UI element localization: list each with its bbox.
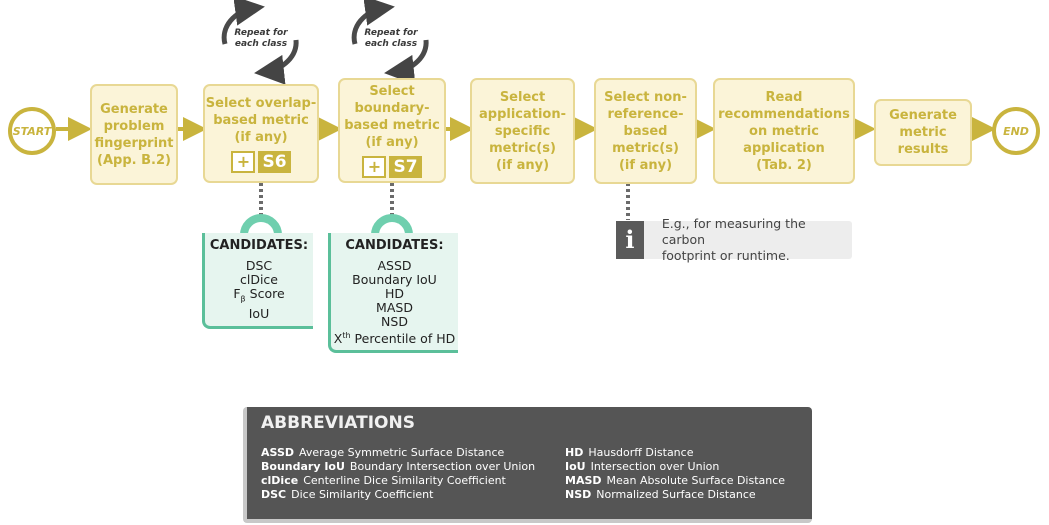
candidate-beta: β <box>240 294 246 304</box>
repeat-note-boundary: Repeat for each class <box>364 28 418 49</box>
step-label: Select non- reference- based metric(s) (… <box>604 89 687 173</box>
step-read-recommendations: Read recommendations on metric applicati… <box>713 78 855 184</box>
abbr-value: Normalized Surface Distance <box>596 488 756 501</box>
candidate-score: Score <box>249 286 285 301</box>
repeat-loop-overlap-b <box>254 39 299 85</box>
candidate-item: NSD <box>381 314 408 329</box>
abbr-key: ASSD <box>261 446 294 459</box>
step-generate-results: Generate metric results <box>874 99 972 166</box>
info-text: E.g., for measuring the carbon footprint… <box>661 216 806 263</box>
abbreviations-left: ASSD Average Symmetric Surface Distance B… <box>261 446 535 502</box>
section-label: S7 <box>389 156 422 178</box>
repeat-note-overlap: Repeat for each class <box>234 28 288 49</box>
start-label: START <box>12 124 52 138</box>
abbr-value: Intersection over Union <box>590 460 720 473</box>
abbr-value: Mean Absolute Surface Distance <box>606 474 786 487</box>
s6-badge: + S6 <box>231 150 291 173</box>
abbr-key: DSC <box>261 488 287 501</box>
abbr-key: IoU <box>565 460 586 473</box>
abbreviation-row: Boundary IoU Boundary Intersection over U… <box>261 460 535 474</box>
step-label: Select boundary- based metric (if any) <box>344 84 440 150</box>
plus-icon: + <box>362 156 387 178</box>
candidate-item: Xth Percentile of HD <box>331 329 458 346</box>
candidate-item: IoU <box>248 305 270 321</box>
abbreviation-row: DSC Dice Similarity Coefficient <box>261 488 535 502</box>
candidate-item: ASSD <box>377 258 412 273</box>
abbreviation-row: MASD Mean Absolute Surface Distance <box>565 474 785 488</box>
section-label: S6 <box>258 150 291 173</box>
step-select-application-metric: Select application- specific metric(s) (… <box>470 78 575 184</box>
repeat-loop-boundary-b <box>384 39 429 85</box>
candidate-percentile: Percentile of HD <box>354 331 456 347</box>
step-label: Select overlap- based metric (if any) <box>205 95 317 145</box>
abbreviations-title: ABBREVIATIONS <box>261 413 415 433</box>
end-label: END <box>1003 124 1029 138</box>
candidate-item: HD <box>384 286 405 301</box>
candidates-title: CANDIDATES: <box>345 238 444 253</box>
candidates-title: CANDIDATES: <box>209 238 309 253</box>
abbreviations-right: HD Hausdorff Distance IoU Intersection ove… <box>565 446 785 502</box>
abbr-key: NSD <box>565 488 592 501</box>
step-select-nonreference-metric: Select non- reference- based metric(s) (… <box>594 78 697 184</box>
candidates-boundary: CANDIDATES: ASSD Boundary IoU HD MASD NS… <box>328 233 458 353</box>
repeat-loop-overlap <box>221 0 265 45</box>
candidate-item: MASD <box>376 300 413 315</box>
candidate-item: DSC <box>245 258 273 273</box>
candidates-overlap: CANDIDATES: DSC clDice Fβ Score IoU <box>202 233 313 329</box>
abbreviation-row: clDice Centerline Dice Similarity Coeffic… <box>261 474 535 488</box>
abbr-value: Hausdorff Distance <box>588 446 694 459</box>
candidate-item: Boundary IoU <box>352 272 437 287</box>
candidate-th: th <box>342 331 351 340</box>
candidate-x: X <box>333 331 343 347</box>
abbreviation-row: NSD Normalized Surface Distance <box>565 488 785 502</box>
abbreviation-row: ASSD Average Symmetric Surface Distance <box>261 446 535 460</box>
abbr-value: Centerline Dice Similarity Coefficient <box>303 474 506 487</box>
abbreviations-panel: ABBREVIATIONS ASSD Average Symmetric Surf… <box>243 407 812 523</box>
step-label: Generate metric results <box>889 108 957 157</box>
abbr-value: Boundary Intersection over Union <box>349 460 536 473</box>
gauge-icon-boundary <box>371 214 413 236</box>
end-node: END <box>992 107 1040 155</box>
step-generate-fingerprint: Generate problem fingerprint (App. B.2) <box>90 84 178 185</box>
step-select-boundary-metric: Select boundary- based metric (if any) +… <box>338 78 446 183</box>
s7-badge: + S7 <box>362 156 422 178</box>
abbr-key: Boundary IoU <box>261 460 345 473</box>
abbr-key: HD <box>565 446 584 459</box>
step-label: Select application- specific metric(s) (… <box>478 89 567 173</box>
abbr-key: MASD <box>565 474 602 487</box>
abbr-value: Dice Similarity Coefficient <box>291 488 434 501</box>
abbreviation-row: IoU Intersection over Union <box>565 460 785 474</box>
repeat-loop-boundary <box>351 0 395 45</box>
candidate-item: clDice <box>239 272 278 287</box>
info-note: i E.g., for measuring the carbon footpri… <box>616 216 852 263</box>
abbr-value: Average Symmetric Surface Distance <box>299 446 505 459</box>
info-icon: i <box>616 221 644 259</box>
step-select-overlap-metric: Select overlap- based metric (if any) + … <box>203 84 319 183</box>
step-label: Generate problem fingerprint (App. B.2) <box>94 101 174 168</box>
gauge-icon-overlap <box>240 214 282 236</box>
candidate-item: Fβ Score <box>205 287 313 307</box>
start-node: START <box>8 107 56 155</box>
abbreviation-row: HD Hausdorff Distance <box>565 446 785 460</box>
step-label: Read recommendations on metric applicati… <box>718 89 850 173</box>
plus-icon: + <box>231 150 256 173</box>
abbr-key: clDice <box>261 474 299 487</box>
candidate-f: F <box>233 286 241 301</box>
